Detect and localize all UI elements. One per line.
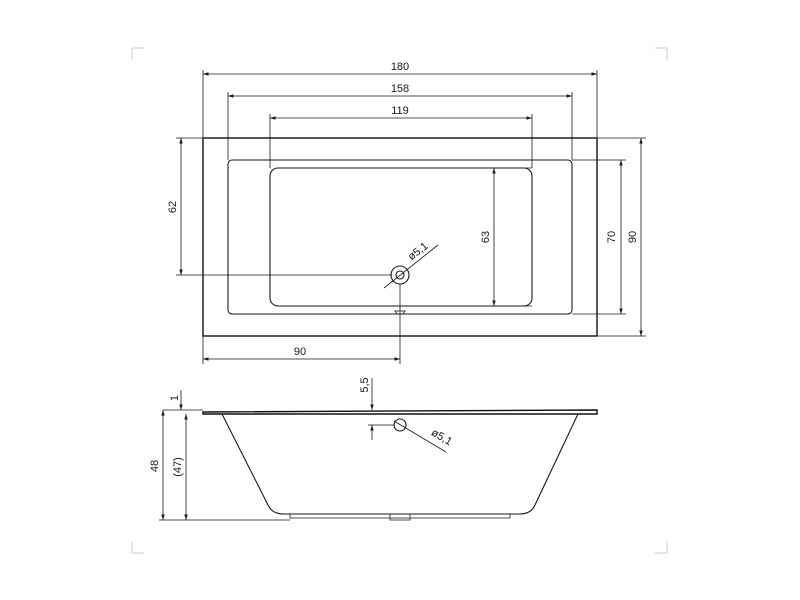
dim-inner-basin-width: 63 — [480, 167, 532, 307]
dim-label-drain-offset-x: 90 — [294, 346, 306, 358]
dim-label-drain-diameter: ø5,1 — [406, 240, 431, 263]
dim-label-drain-offset-y: 62 — [167, 201, 179, 213]
tub-rim-profile — [202, 409, 598, 415]
dim-total-height: 48 — [149, 410, 290, 521]
tub-base — [289, 514, 511, 519]
side-view — [202, 409, 598, 521]
dim-outer-basin-length: 158 — [227, 83, 573, 160]
dim-label-outer-basin-width: 70 — [606, 231, 618, 243]
dim-overall-length: 180 — [202, 61, 598, 138]
dim-overall-width: 90 — [597, 137, 646, 337]
dim-label-overflow-diameter: ø5,1 — [429, 427, 454, 448]
dim-label-overall-length: 180 — [391, 61, 409, 73]
frame-corner-marks — [131, 47, 668, 554]
dim-label-overall-width: 90 — [627, 231, 639, 243]
dim-outer-basin-width: 70 — [572, 159, 626, 315]
dim-inner-basin-length: 119 — [269, 105, 533, 168]
dim-label-inner-basin-width: 63 — [480, 231, 492, 243]
drain-notch — [394, 310, 406, 315]
tub-inner-basin — [269, 167, 533, 307]
dim-inner-depth: (47) — [172, 414, 188, 520]
dim-drain-offset-y: 62 — [167, 137, 392, 276]
dim-label-total-height: 48 — [149, 460, 161, 472]
dim-label-outer-basin-length: 158 — [391, 83, 409, 95]
tub-body-profile — [221, 413, 579, 515]
drain-outlet — [389, 514, 411, 521]
dim-label-overflow-offset: 5,5 — [359, 377, 371, 392]
dim-label-rim-thickness: 1 — [169, 395, 181, 401]
dim-drain-offset-x: 90 — [202, 284, 401, 364]
dim-label-inner-depth: (47) — [172, 457, 184, 477]
dim-rim-thickness: 1 — [163, 390, 203, 411]
dim-overflow-offset: 5,5 — [359, 377, 394, 440]
dim-label-inner-basin-length: 119 — [391, 105, 409, 117]
